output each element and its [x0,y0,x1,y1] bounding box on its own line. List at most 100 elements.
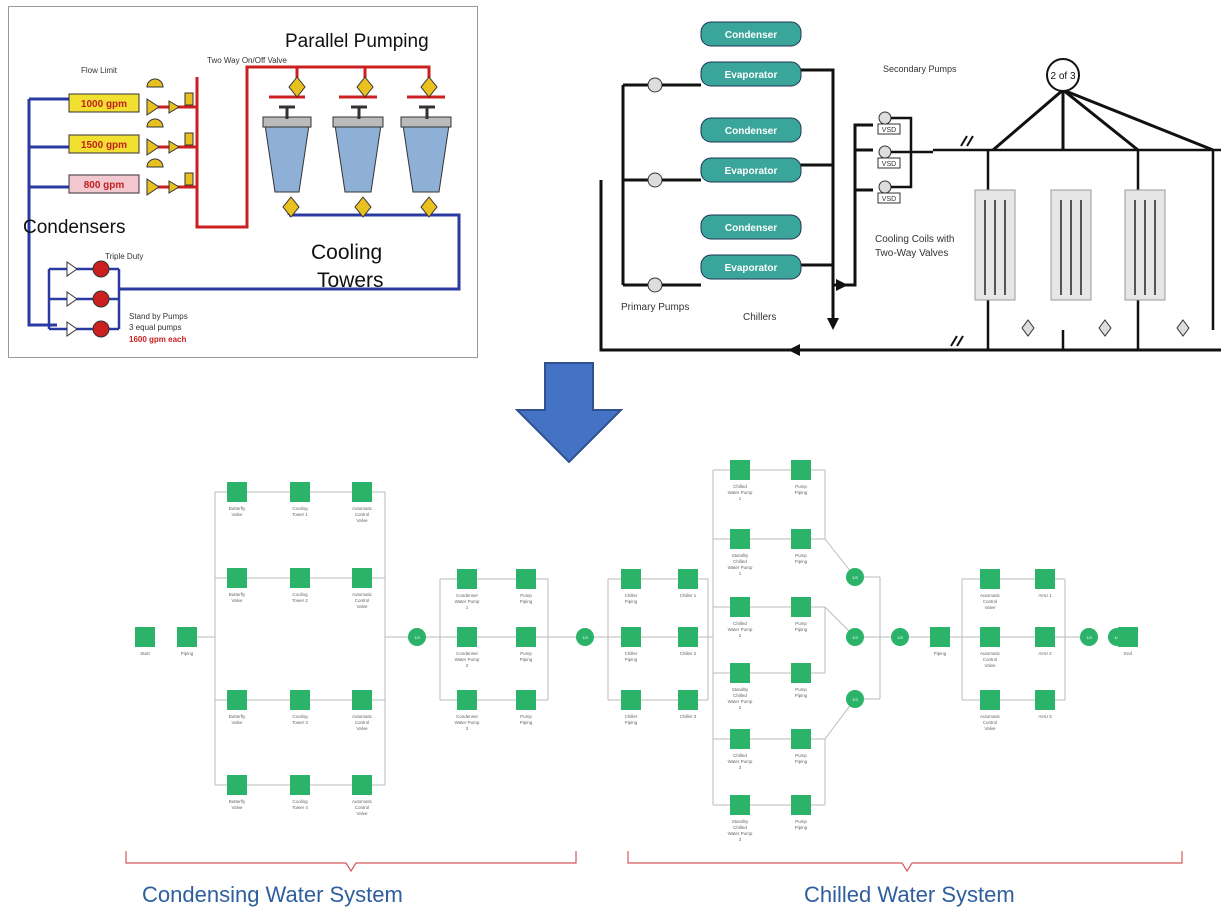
rbd-block-label: Water Pump [728,831,753,836]
rbd-end-block[interactable] [1118,627,1138,647]
rbd-block-label: Tower 2 [292,598,308,603]
rbd-block-label: Water Pump [728,565,753,570]
rbd-block-label: Piping [520,599,533,604]
rbd-block-label: Chiller 3 [680,714,697,719]
rbd-cooling-tower-block[interactable] [352,775,372,795]
rbd-piping-block[interactable] [177,627,197,647]
chillers-label: Chillers [743,312,776,323]
rbd-junction-label: 1/3 [1114,635,1120,640]
rbd-cooling-tower-block[interactable] [290,482,310,502]
rbd-ahu-block[interactable] [1035,627,1055,647]
rbd-pump-piping-block[interactable] [791,795,811,815]
rbd-pump-piping-block[interactable] [791,460,811,480]
rbd-chw-pump-block[interactable] [730,795,750,815]
parallel-pumping-title: Parallel Pumping [285,31,429,52]
rbd-block-label: Piping [520,657,533,662]
rbd-cooling-tower-block[interactable] [227,482,247,502]
primary-pumps-label: Primary Pumps [621,302,689,313]
rbd-block-label: Automatic [352,799,373,804]
rbd-cooling-tower-block[interactable] [290,568,310,588]
rbd-block-label: Butterfly [229,506,246,511]
rbd-condenser-pump-block[interactable] [457,627,477,647]
rbd-pump-piping-block[interactable] [791,597,811,617]
rbd-junction-label: 1/3 [582,635,588,640]
rbd-junction-node[interactable] [408,628,426,646]
rbd-block-label: Valve [232,598,243,603]
rbd-chw-pump-block[interactable] [730,597,750,617]
rbd-chiller-piping-block[interactable] [621,569,641,589]
rbd-block-label: Standby [732,553,749,558]
rbd-junction-node[interactable] [846,628,864,646]
pump-note-2: 3 equal pumps [129,323,181,332]
triple-duty-label: Triple Duty [105,252,143,261]
rbd-junction-node[interactable] [576,628,594,646]
rbd-condenser-pump-block[interactable] [457,690,477,710]
rbd-block-label: Chilled [733,559,747,564]
rbd-start-block[interactable] [135,627,155,647]
rbd-chiller-piping-block[interactable] [621,627,641,647]
rbd-block-label: Control [983,720,998,725]
rbd-pump-piping-block[interactable] [791,529,811,549]
rbd-pump-piping-block[interactable] [516,690,536,710]
rbd-piping-block[interactable] [930,627,950,647]
rbd-block-label: Control [983,599,998,604]
rbd-control-valve-block[interactable] [980,690,1000,710]
rbd-block-label: Chilled [733,621,747,626]
rbd-ahu-block[interactable] [1035,569,1055,589]
condenser-label-2: Condenser [725,126,777,137]
rbd-block-label: Condenser [456,714,479,719]
rbd-block-label: Chiller [625,651,638,656]
rbd-block-label: Pump [520,714,532,719]
rbd-junction-node[interactable] [1080,628,1098,646]
rbd-chiller-piping-block[interactable] [621,690,641,710]
rbd-block-label: Valve [357,518,368,523]
rbd-pump-piping-block[interactable] [516,627,536,647]
rbd-chw-pump-block[interactable] [730,529,750,549]
rbd-cooling-tower-block[interactable] [352,482,372,502]
rbd-connectors [197,469,1128,806]
rbd-pump-piping-block[interactable] [791,729,811,749]
rbd-chiller-block[interactable] [678,569,698,589]
rbd-cooling-tower-block[interactable] [227,775,247,795]
rbd-block-label: Valve [985,663,996,668]
rbd-condenser-pump-block[interactable] [457,569,477,589]
rbd-block-label: Butterfly [229,799,246,804]
rbd-block-label: 1 [466,605,469,610]
chilled-brace [627,851,1183,873]
rbd-chw-pump-block[interactable] [730,663,750,683]
rbd-chiller-block[interactable] [678,690,698,710]
rbd-junction-node[interactable] [846,690,864,708]
rbd-cooling-tower-block[interactable] [227,568,247,588]
rbd-cooling-tower-block[interactable] [290,775,310,795]
rbd-block-label: End [1124,651,1133,656]
rbd-block-label: Pump [795,621,807,626]
condenser-3-label: 800 gpm [84,180,125,191]
rbd-pump-piping-block[interactable] [791,663,811,683]
rbd-control-valve-block[interactable] [980,627,1000,647]
rbd-block-label: Water Pump [728,699,753,704]
rbd-block-label: Condenser [456,651,479,656]
rbd-chiller-block[interactable] [678,627,698,647]
rbd-junction-node[interactable] [846,568,864,586]
rbd-chw-pump-block[interactable] [730,729,750,749]
rbd-chw-pump-block[interactable] [730,460,750,480]
rbd-block-label: Pump [795,484,807,489]
rbd-cooling-tower-block[interactable] [290,690,310,710]
cooling-coils [974,189,1190,337]
rbd-block-label: 1 [739,496,742,501]
rbd-cooling-tower-block[interactable] [227,690,247,710]
rbd-junction-node[interactable] [891,628,909,646]
rbd-block-label: Water Pump [455,657,480,662]
rbd-cooling-tower-block[interactable] [352,568,372,588]
rbd-control-valve-block[interactable] [980,569,1000,589]
rbd-block-label: Cooling [292,799,308,804]
rbd-block-label: Condenser [456,593,479,598]
rbd-block-label: Pump [520,651,532,656]
rbd-block-label: Piping [625,720,638,725]
rbd-cooling-tower-block[interactable] [352,690,372,710]
rbd-block-label: Chilled [733,825,747,830]
rbd-pump-piping-block[interactable] [516,569,536,589]
rbd-ahu-block[interactable] [1035,690,1055,710]
rbd-block-label: 3 [466,726,469,731]
red-branch-pipe [295,67,367,85]
